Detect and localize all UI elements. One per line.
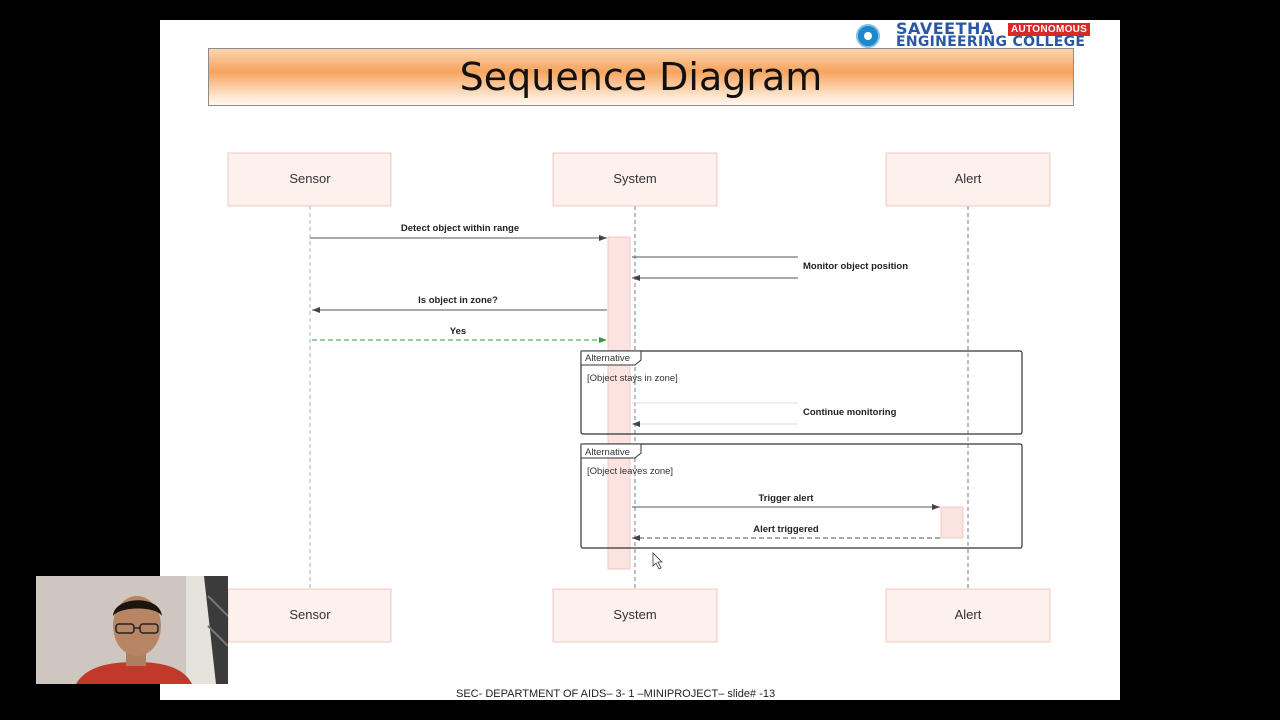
alt-fragment-leaves-tag: Alternative — [585, 447, 630, 458]
msg-triggered-label: Alert triggered — [753, 524, 819, 535]
slide-footer: SEC- DEPARTMENT OF AIDS– 3- 1 –MINIPROJE… — [456, 688, 776, 700]
actor-system-top: System — [552, 152, 718, 207]
college-seal-icon — [856, 24, 880, 48]
mouse-cursor-icon — [652, 552, 663, 570]
autonomous-badge: AUTONOMOUS — [1008, 23, 1091, 36]
actor-alert-top: Alert — [885, 152, 1051, 207]
alt-fragment-leaves-guard: [Object leaves zone] — [587, 466, 673, 477]
msg-continue-label: Continue monitoring — [803, 407, 897, 418]
presenter-face — [113, 596, 161, 656]
slide-title: Sequence Diagram — [459, 55, 823, 99]
actor-sensor-top-label: Sensor — [289, 171, 331, 186]
presenter-body — [76, 662, 192, 684]
msg-monitor-label: Monitor object position — [803, 261, 908, 272]
actor-system-bottom-label: System — [613, 607, 656, 622]
presenter-video-frame — [36, 576, 228, 684]
msg-in-zone-label: Is object in zone? — [418, 295, 498, 306]
actor-alert-top-label: Alert — [955, 171, 982, 186]
college-name-line2: ENGINEERING COLLEGE — [896, 34, 1086, 50]
msg-trigger-label: Trigger alert — [759, 493, 815, 504]
actor-sensor-bottom: Sensor — [227, 588, 392, 643]
college-logo: SAVEETHA AUTONOMOUS ENGINEERING COLLEGE — [856, 20, 1118, 50]
msg-detect-label: Detect object within range — [401, 223, 519, 234]
title-banner: Sequence Diagram — [208, 48, 1074, 106]
actor-sensor-bottom-label: Sensor — [289, 607, 331, 622]
msg-continue-arrow — [632, 402, 798, 427]
presenter-webcam — [36, 576, 228, 684]
college-name-line1: SAVEETHA — [896, 20, 994, 38]
actor-system-top-label: System — [613, 171, 656, 186]
alt-fragment-stays-tag: Alternative — [585, 353, 630, 364]
alt-fragment-stays-guard: [Object stays in zone] — [587, 373, 678, 384]
actor-system-bottom: System — [552, 588, 718, 643]
presentation-slide: SAVEETHA AUTONOMOUS ENGINEERING COLLEGE … — [160, 20, 1120, 700]
msg-monitor-arrow — [632, 256, 798, 281]
alert-activation-bar — [940, 506, 964, 539]
alt-fragment-leaves: Alternative [Object leaves zone] — [580, 443, 1023, 549]
sequence-diagram: Sensor System Alert Detect object within… — [227, 152, 1051, 643]
actor-sensor-top: Sensor — [227, 152, 392, 207]
msg-yes-label: Yes — [450, 326, 466, 337]
system-activation-bar — [607, 236, 631, 570]
alt-fragment-stays: Alternative [Object stays in zone] — [580, 350, 1023, 435]
actor-alert-bottom-label: Alert — [955, 607, 982, 622]
actor-alert-bottom: Alert — [885, 588, 1051, 643]
